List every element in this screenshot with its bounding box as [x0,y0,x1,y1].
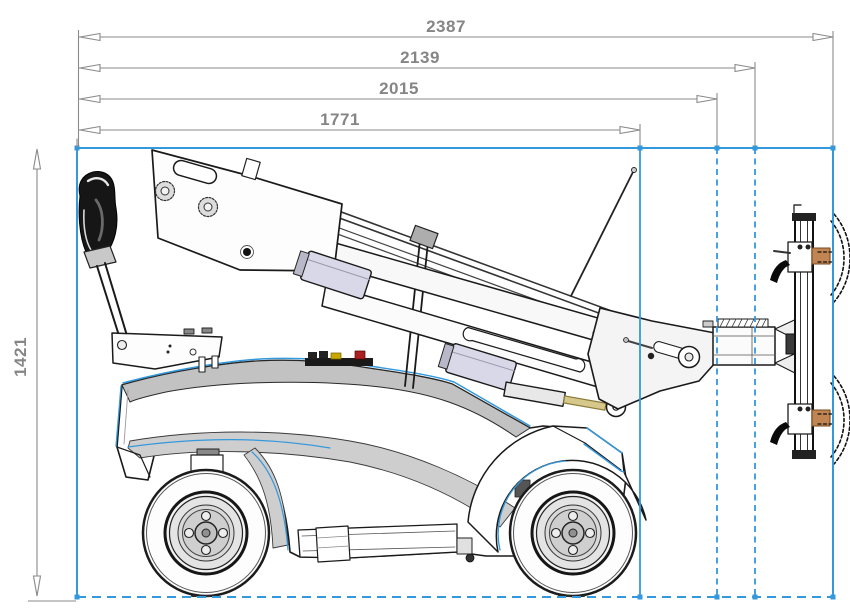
front-face-line [123,389,129,445]
arrowhead-right [696,94,718,104]
joystick-base [83,245,117,269]
dim-length-to-boom-head: 1771 [79,110,641,146]
arrowhead-up [32,148,42,170]
machine-side-view [78,149,850,598]
front-bumper-line [116,446,151,478]
arrowhead-left [79,125,101,135]
arrowhead-right [619,125,641,135]
arrowhead-left [79,63,101,73]
caster [465,553,475,563]
dim-overall-height: 1421 [11,138,78,602]
tilt-rod [570,171,634,297]
suction-cup-lower [817,375,850,465]
boom-slot [462,326,586,373]
arrowhead-left [79,94,101,104]
clamp-handle-lower [770,422,790,445]
arm-hatch-strip [717,318,769,328]
dim-label-2387: 2387 [426,17,466,36]
chassis-wheel-wrap [243,447,289,549]
mast-bottom-cap [792,450,816,459]
joystick-grip [78,171,118,260]
rear-fender-trim-2 [583,443,625,473]
cup-mast [770,204,850,465]
strut-clamp [409,224,439,250]
chassis-top-deck [121,359,531,438]
dim-label-2139: 2139 [400,48,440,67]
arrowhead-down [32,575,42,597]
plate-handle-slot [172,159,218,185]
rear-fender-trim-1 [586,427,623,454]
arrowhead-left [79,32,101,42]
control-handle [78,171,129,343]
boom-assembly [151,149,850,465]
construction-box [74,145,836,600]
extension-arm [702,315,805,378]
vertex-markers [74,145,836,600]
front-suspension-bracket [190,448,224,474]
dim-label-2015: 2015 [379,79,419,98]
deck-control-strip [305,350,373,366]
body-trim-wheel-arc [251,451,289,551]
arm-bolt [702,320,714,328]
actuator-lower [437,343,517,391]
rail-bracket [456,537,473,555]
rear-fender-inner-arc [497,460,566,551]
joystick-post [96,262,129,343]
arrowhead-right [734,63,756,73]
plate-bolt [243,248,251,256]
front-wheel [141,468,271,598]
mast-top-cap [792,213,816,221]
red-button [354,350,366,360]
dim-length-to-mast: 2015 [79,79,718,146]
front-platform [111,327,223,373]
head-bolt [647,352,655,360]
rear-fender-cap-line [552,425,622,471]
dim-label-1421: 1421 [11,337,30,377]
piston-rod [562,395,607,411]
body-trim-front [115,385,122,447]
step-box [315,525,351,563]
suction-cup-upper [817,213,850,303]
cup-crossbar-lower [770,403,831,445]
dim-length-to-cup-face: 2139 [79,48,756,146]
body-trim-swoosh [127,439,331,449]
actuator-upper [292,250,372,300]
cup-crossbar-upper [770,241,831,283]
dim-label-1771: 1771 [320,110,360,129]
arrowhead-right [812,32,834,42]
boom-head [587,307,716,410]
rail-hinge [241,157,261,181]
dimension-annotations: 2387 2139 2015 1771 [11,17,834,602]
bottom-rail [297,523,475,563]
yellow-button [330,352,342,360]
rear-wheel [508,468,638,598]
dim-overall-length: 2387 [79,17,834,146]
clamp-handle-upper [770,260,790,283]
cylinder-tube [503,381,567,408]
